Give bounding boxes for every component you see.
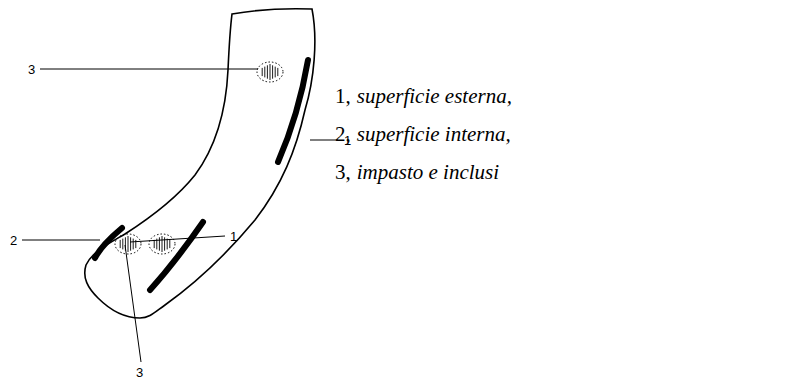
- hatch-stroke: [264, 67, 265, 78]
- inclusion-area: [257, 62, 283, 82]
- surface-bars: [95, 60, 308, 290]
- hatch-stroke: [135, 240, 136, 248]
- legend-number: 2,: [335, 124, 351, 145]
- legend-text: impasto e inclusi: [357, 162, 499, 183]
- inclusion-hatching: [115, 62, 283, 254]
- hatch-stroke: [262, 68, 263, 76]
- hatch-stroke: [130, 237, 131, 250]
- hatch-stroke: [133, 239, 134, 250]
- legend-text: superficie esterna,: [357, 86, 512, 107]
- hatch-stroke: [272, 65, 273, 78]
- hatch-stroke: [270, 64, 271, 80]
- hatch-stroke: [122, 239, 123, 250]
- hatch-stroke: [277, 68, 278, 76]
- legend-number: 3,: [335, 162, 351, 183]
- hatch-stroke: [162, 236, 163, 252]
- callout-number: 3: [136, 366, 143, 379]
- legend-number: 1,: [335, 86, 351, 107]
- hatch-stroke: [128, 236, 129, 252]
- legend-text: superficie interna,: [357, 124, 511, 145]
- callout-number: 2: [10, 234, 17, 247]
- callout-number: 3: [28, 63, 35, 76]
- hatch-stroke: [154, 240, 155, 248]
- hatch-stroke: [159, 237, 160, 250]
- inclusion-area: [115, 234, 141, 254]
- hatch-stroke: [120, 240, 121, 248]
- hatch-stroke: [267, 65, 268, 78]
- leader-lines: [22, 69, 338, 362]
- callout-number: 1: [230, 230, 237, 243]
- hatch-stroke: [169, 240, 170, 248]
- hatch-stroke: [275, 67, 276, 78]
- hatch-stroke: [125, 237, 126, 250]
- hatch-stroke: [167, 239, 168, 250]
- hatch-stroke: [164, 237, 165, 250]
- hatch-stroke: [156, 239, 157, 250]
- inclusion-area: [149, 234, 175, 254]
- sherd-outline: [85, 9, 315, 318]
